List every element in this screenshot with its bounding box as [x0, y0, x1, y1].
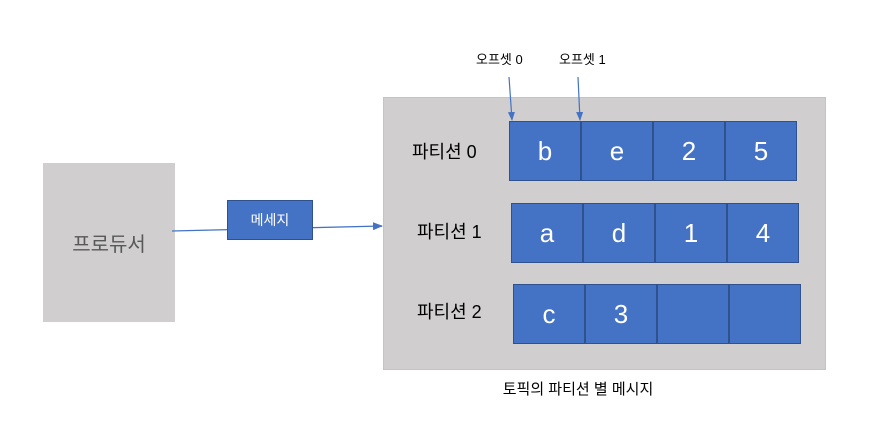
message-cell-empty: [657, 284, 729, 344]
message-cell: b: [509, 121, 581, 181]
offset-label-1: 오프셋 1: [559, 52, 606, 67]
offset-label-0: 오프셋 0: [476, 52, 523, 67]
message-cell-empty: [729, 284, 801, 344]
message-label: 메세지: [250, 212, 290, 228]
message-cell: c: [513, 284, 585, 344]
partition-row-1: a d 1 4: [511, 203, 799, 263]
message-cell: 1: [655, 203, 727, 263]
partition-label-1: 파티션 1: [417, 222, 482, 242]
producer-label: 프로듀서: [72, 234, 146, 256]
message-cell: 2: [653, 121, 725, 181]
message-cell: d: [583, 203, 655, 263]
topic-caption: 토픽의 파티션 별 메시지: [502, 381, 654, 398]
partition-label-2: 파티션 2: [417, 302, 482, 322]
message-cell: a: [511, 203, 583, 263]
message-box: 메세지: [227, 200, 313, 240]
partition-row-0: b e 2 5: [509, 121, 797, 181]
partition-label-0: 파티션 0: [412, 142, 477, 162]
producer-box: 프로듀서: [43, 163, 175, 322]
message-cell: 4: [727, 203, 799, 263]
message-cell: e: [581, 121, 653, 181]
message-cell: 5: [725, 121, 797, 181]
partition-row-2: c 3: [513, 284, 801, 344]
message-cell: 3: [585, 284, 657, 344]
